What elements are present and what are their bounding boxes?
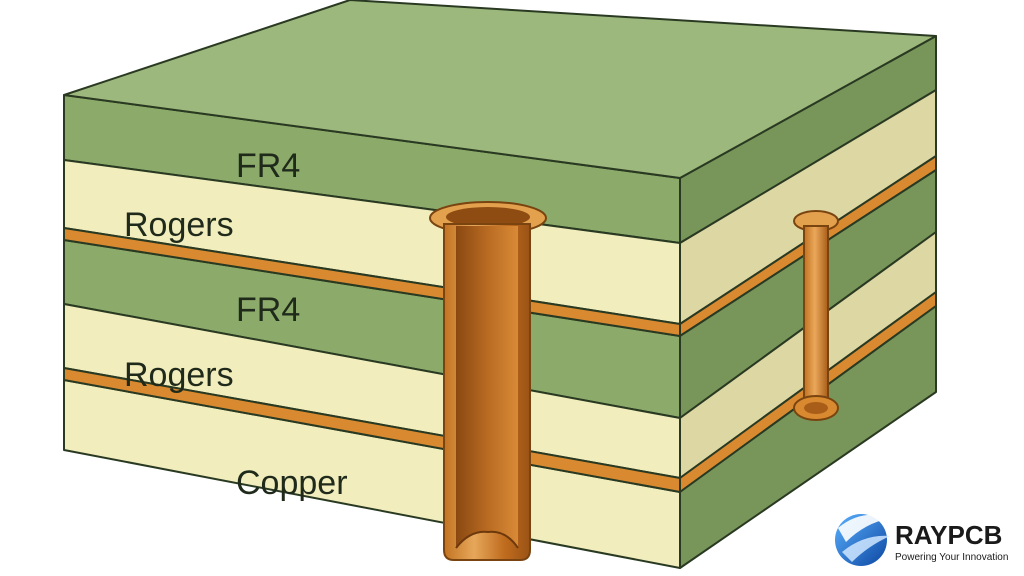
layer-label-2: Rogers xyxy=(124,206,234,244)
brand-logo: RAYPCB Powering Your Innovation xyxy=(835,514,1008,566)
layer-label-3: FR4 xyxy=(236,291,300,329)
through-hole-via xyxy=(429,201,547,561)
brand-name: RAYPCB xyxy=(895,520,1002,550)
buried-via xyxy=(793,210,839,421)
layer-labels: FR4 Rogers FR4 Rogers Copper xyxy=(124,147,348,502)
layer-label-1: FR4 xyxy=(236,147,300,185)
brand-tagline: Powering Your Innovation xyxy=(895,552,1008,563)
top-face xyxy=(63,0,937,179)
layer-label-4: Rogers xyxy=(124,356,234,394)
layer-label-5: Copper xyxy=(236,464,348,502)
brand-logo-icon xyxy=(835,514,892,566)
side-layer-copper-base xyxy=(679,305,937,569)
